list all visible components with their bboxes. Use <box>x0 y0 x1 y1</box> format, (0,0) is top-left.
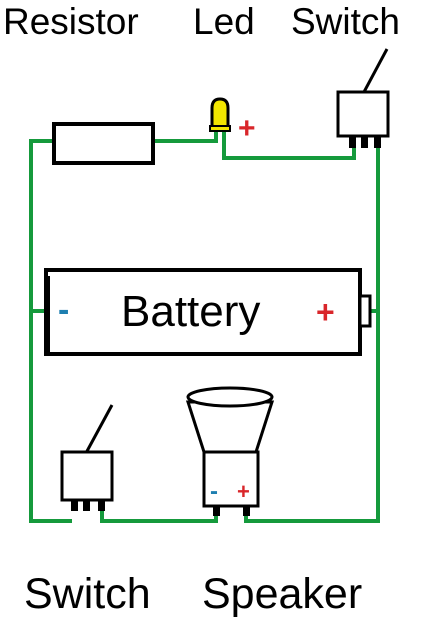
speaker <box>185 386 275 516</box>
switch-bottom-pin-2 <box>83 500 90 511</box>
label-switch-top: Switch <box>291 1 400 42</box>
resistor-body <box>52 122 155 165</box>
switch-bottom-body <box>60 450 114 502</box>
switch-top <box>336 48 390 148</box>
led-base <box>209 125 231 132</box>
battery-terminal <box>358 294 372 328</box>
wire-led-switch <box>222 128 356 160</box>
label-speaker: Speaker <box>202 570 362 618</box>
speaker-rim <box>186 386 274 408</box>
label-led: Led <box>193 1 255 42</box>
switch-top-body <box>336 90 390 138</box>
sign-speaker-plus: + <box>237 479 250 504</box>
resistor <box>52 122 155 165</box>
switch-bottom-pin-1 <box>71 500 78 511</box>
speaker-cone <box>185 400 275 454</box>
battery-shadow-left <box>44 276 50 352</box>
switch-top-lever <box>362 48 389 93</box>
switch-top-pin-3 <box>374 136 381 148</box>
battery <box>44 268 372 356</box>
speaker-body <box>202 450 260 508</box>
switch-top-pin-2 <box>361 136 368 148</box>
speaker-pin-negative <box>213 506 220 516</box>
led <box>209 97 231 132</box>
sign-led-plus: + <box>238 112 256 145</box>
wire-left <box>29 139 72 523</box>
sign-battery-minus: - <box>58 291 69 329</box>
label-battery: Battery <box>121 287 260 336</box>
speaker-pin-positive <box>243 506 250 516</box>
sign-battery-plus: + <box>316 294 335 330</box>
label-resistor: Resistor <box>3 1 139 42</box>
label-switch-bottom: Switch <box>24 570 151 618</box>
wire-switch-speaker <box>100 506 218 523</box>
switch-bottom-lever <box>84 404 114 454</box>
switch-bottom-pin-3 <box>98 500 105 511</box>
led-bulb <box>210 97 230 130</box>
wire-resistor-led <box>151 128 218 143</box>
sign-speaker-minus: - <box>210 478 218 505</box>
switch-bottom <box>60 404 114 511</box>
switch-top-pin-1 <box>349 136 356 148</box>
